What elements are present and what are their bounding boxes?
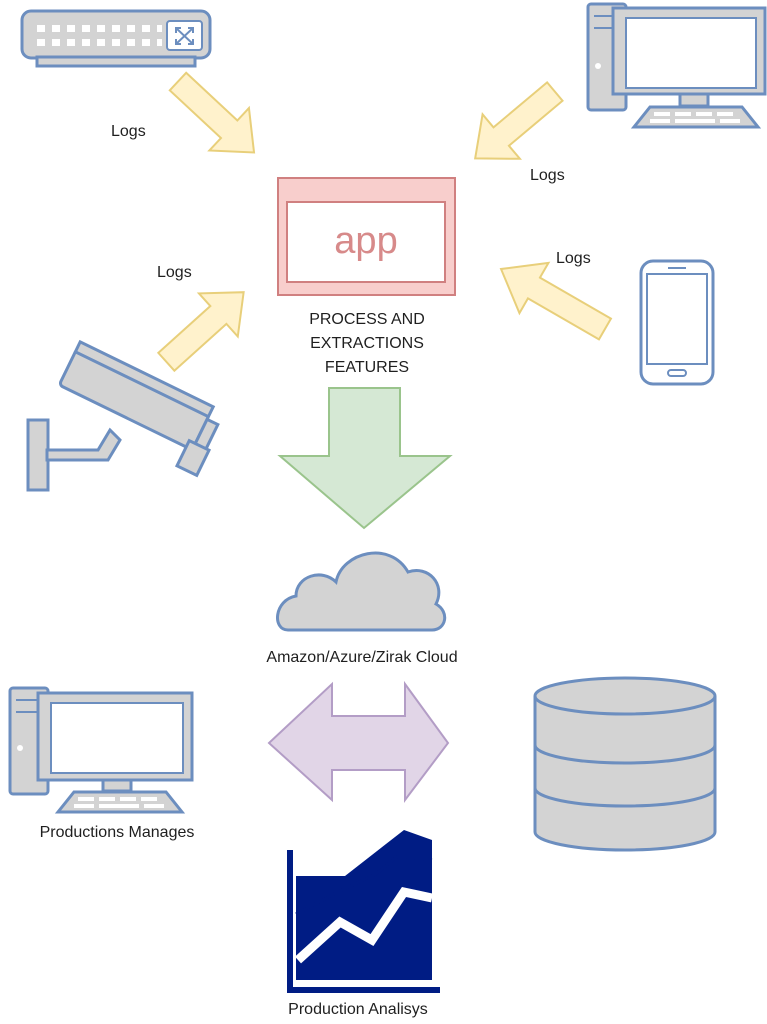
process-label-line1: PROCESS AND (309, 311, 425, 328)
log-arrow-from-phone (499, 261, 613, 341)
cloud-icon (276, 551, 447, 632)
log-arrow-from-camera (156, 291, 245, 373)
sync-double-arrow (267, 680, 450, 803)
process-label-line2: EXTRACTIONS (310, 335, 424, 352)
area-chart-icon (287, 830, 440, 993)
desktop-computer-icon-top (586, 2, 767, 129)
process-label-line3: FEATURES (325, 359, 409, 376)
logs-label-mid-left: Logs (157, 264, 192, 281)
desktop-computer-icon-bottom (8, 686, 194, 814)
security-camera-icon (26, 339, 220, 492)
logs-label-mid-right: Logs (556, 250, 591, 267)
cloud-label: Amazon/Azure/Zirak Cloud (266, 649, 457, 666)
smartphone-icon (639, 259, 715, 386)
productions-manages-label: Productions Manages (40, 824, 195, 841)
logs-label-top-left: Logs (111, 123, 146, 140)
logs-label-top-right: Logs (530, 167, 565, 184)
down-arrow-to-cloud (277, 387, 453, 530)
log-arrow-from-switch (168, 71, 256, 154)
app-window-icon: app (277, 177, 456, 296)
log-arrow-from-desktop (473, 80, 564, 160)
database-icon (533, 676, 717, 852)
production-analysis-label: Production Analisys (288, 1001, 428, 1018)
app-icon-text: app (334, 220, 397, 262)
network-switch-icon (20, 9, 212, 68)
